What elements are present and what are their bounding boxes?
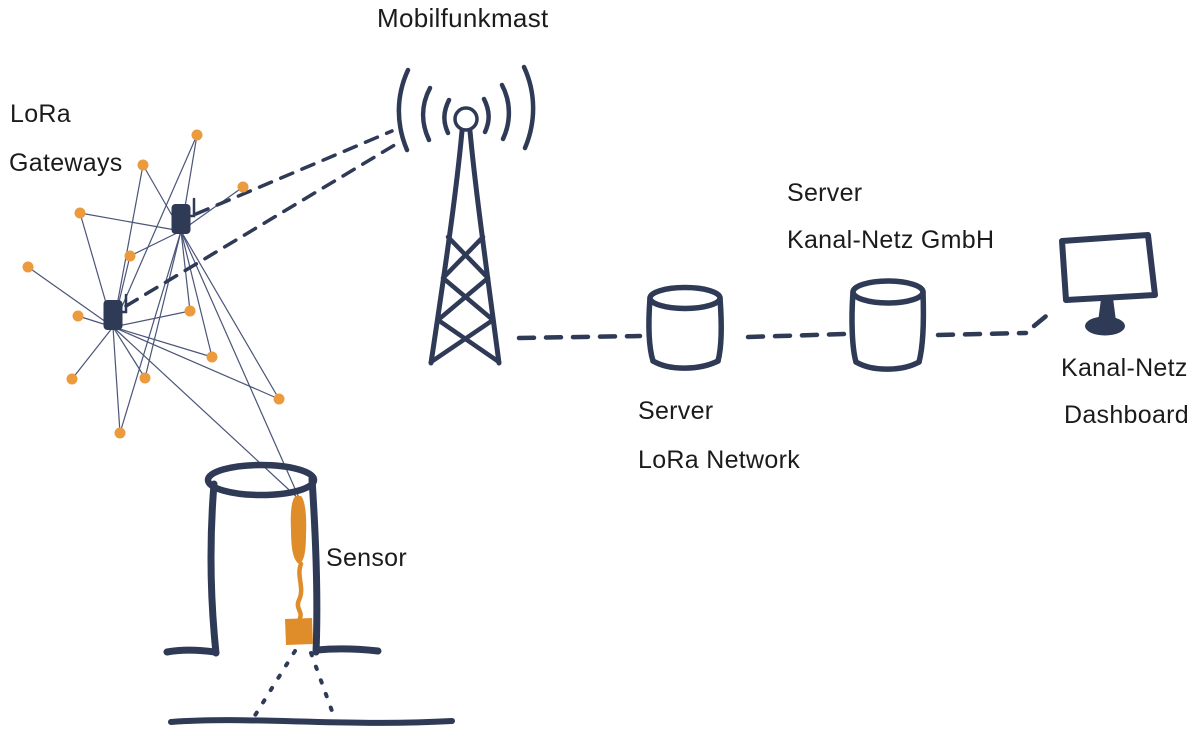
mesh-link-line [112, 326, 280, 400]
ground-right-line [313, 645, 382, 655]
sensor-label: Sensor [326, 544, 408, 572]
end-device-dot [184, 305, 196, 317]
sensor-link-line [180, 230, 301, 501]
kanal-server-icon [849, 278, 927, 372]
end-device-dot [22, 261, 34, 273]
dashboard-label-line2: Dashboard [1064, 401, 1190, 429]
dashboard-monitor-icon [1059, 232, 1158, 336]
backbone-dashed-line [935, 330, 1029, 338]
end-device-dot [74, 207, 86, 219]
server-lora-label-line1: Server [638, 397, 714, 425]
mesh-link-line [112, 326, 213, 358]
gateway-1-icon [171, 204, 191, 234]
sensor-probe [285, 618, 313, 645]
end-device-dot [273, 393, 285, 405]
measurement-beam-right [309, 651, 334, 713]
gateway-2-antenna-icon [120, 293, 128, 314]
end-device-dot [66, 373, 78, 385]
sensor-link-line [112, 326, 301, 501]
mesh-link-line [129, 230, 182, 257]
uplink-dashed-line [124, 141, 400, 308]
end-device-dot [114, 427, 126, 439]
lora-gateways-label-line1: LoRa [10, 100, 71, 128]
manhole-icon [163, 461, 455, 726]
mobilfunkmast-label: Mobilfunkmast [377, 3, 549, 33]
mesh-link-line [112, 326, 146, 379]
cell-tower-icon [396, 64, 536, 366]
end-device-dot [191, 129, 203, 141]
mesh-link-line [71, 326, 114, 380]
server-lora-label-line2: LoRa Network [638, 446, 800, 474]
backbone-dashed-line [1031, 309, 1054, 329]
mesh-link-line [119, 230, 182, 434]
end-device-dot [237, 181, 249, 193]
backbone-dashed-line [516, 333, 643, 341]
lora-gateways-label-line2: Gateways [9, 149, 123, 177]
end-device-dot [137, 159, 149, 171]
mesh-link-line [180, 230, 213, 358]
mesh-link-line [180, 186, 244, 232]
gateway-1-antenna-icon [188, 197, 196, 218]
server-kanal-label-line1: Server [787, 179, 863, 207]
backbone-dashed-line [745, 331, 848, 340]
sensor-icon [252, 496, 334, 719]
ground-left-line [163, 646, 219, 656]
mesh-link-line [27, 266, 114, 328]
mesh-link-line [144, 230, 182, 379]
dashboard-label-line1: Kanal-Netz [1061, 354, 1188, 382]
uplink-dashed-line [194, 129, 394, 216]
measurement-beam-left [252, 649, 297, 719]
end-device-dot [139, 372, 151, 384]
gateway-2-icon [103, 300, 123, 330]
mesh-link-line [112, 326, 121, 434]
end-device-dot [124, 250, 136, 262]
mesh-link-line [180, 230, 280, 400]
water-level-line [168, 717, 455, 726]
end-device-dot [206, 351, 218, 363]
mesh-link-line [79, 212, 182, 232]
mesh-link-line [112, 310, 191, 328]
server-kanal-label-line2: Kanal-Netz GmbH [787, 226, 995, 254]
radio-waves-icon [396, 64, 536, 153]
lora-server-icon [646, 284, 725, 371]
sensor-cable [295, 561, 304, 621]
end-device-dot [72, 310, 84, 322]
